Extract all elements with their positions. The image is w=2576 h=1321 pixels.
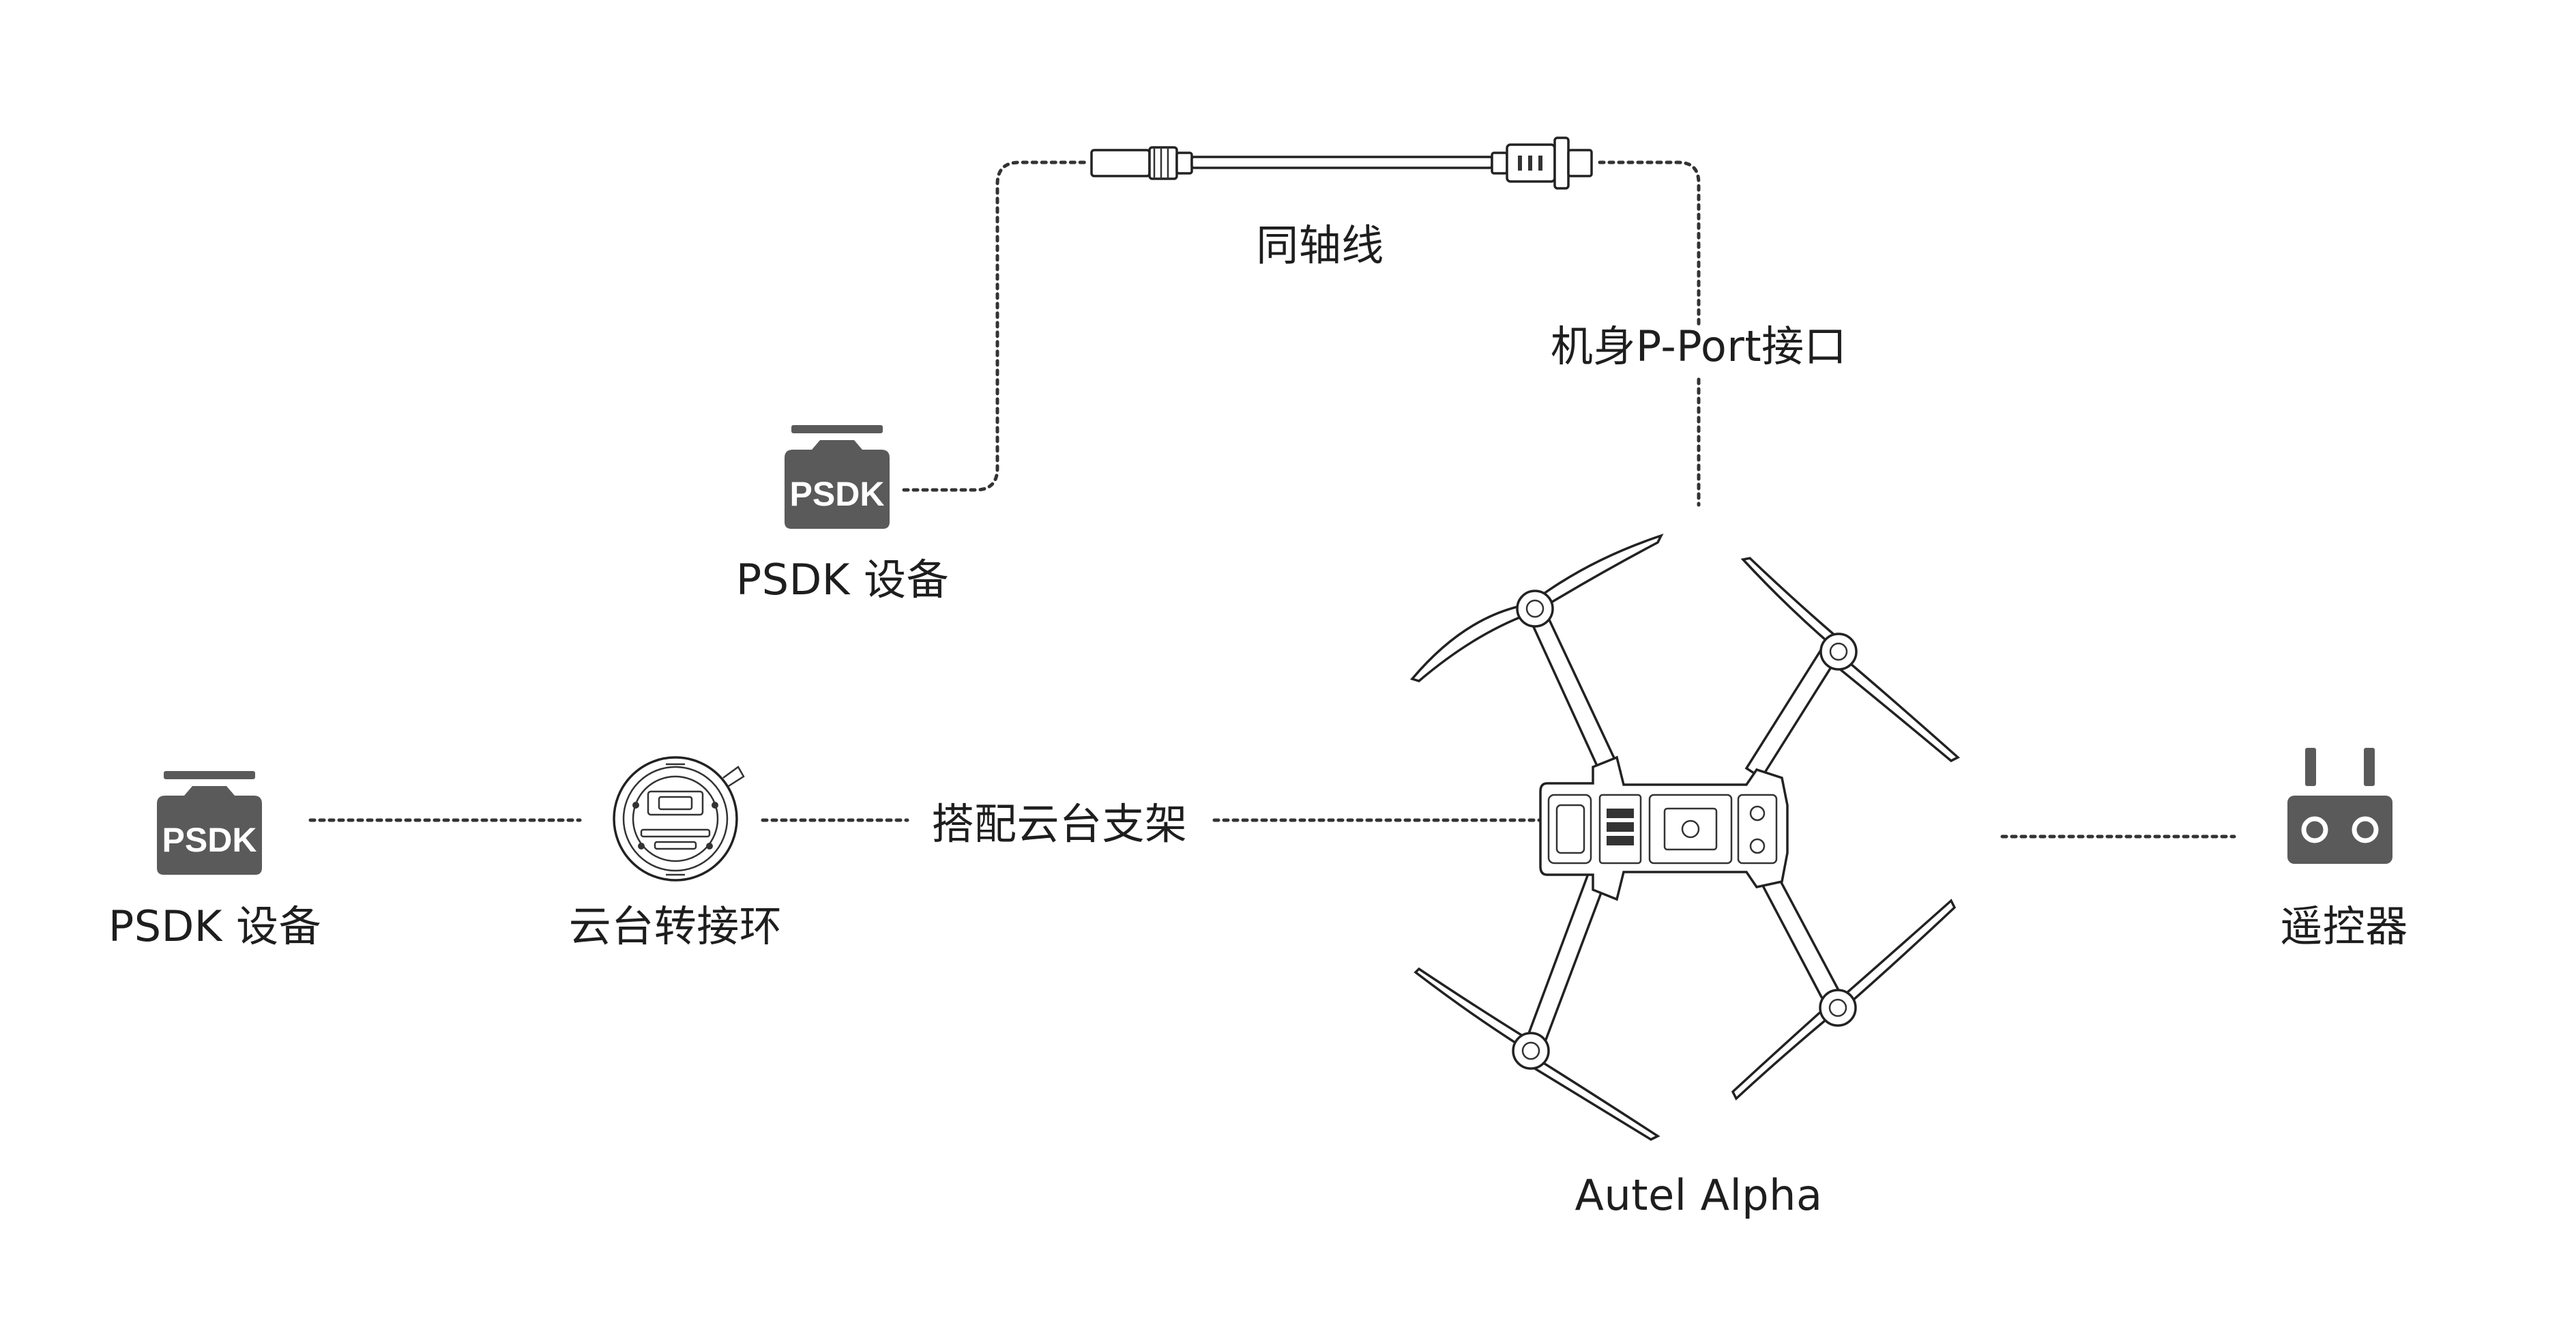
drone-motor	[1516, 590, 1554, 628]
remote-controller-icon	[2287, 748, 2392, 864]
drone-motor	[1819, 633, 1858, 671]
drone-motor	[1512, 1032, 1550, 1070]
drone-arm-front-right	[1744, 645, 1840, 780]
psdk-badge-text: PSDK	[162, 821, 257, 859]
label-psdk-device-left: PSDK 设备	[108, 901, 322, 951]
drone-propeller	[1833, 654, 1961, 763]
psdk-device-icon: PSDK	[785, 425, 890, 529]
drone-propeller	[1534, 534, 1664, 609]
drone-propeller	[1414, 967, 1536, 1053]
label-coax-cable: 同轴线	[1256, 220, 1384, 270]
psdk-badge-text: PSDK	[790, 475, 885, 513]
label-gimbal-adapter: 云台转接环	[568, 901, 782, 951]
label-remote-controller: 遥控器	[2280, 901, 2408, 951]
drone-propeller	[1731, 1008, 1832, 1101]
drone-body	[1539, 755, 1789, 901]
connector-lines	[308, 160, 2236, 839]
label-psdk-device-top: PSDK 设备	[735, 555, 950, 605]
drone-arm-front-left	[1525, 602, 1622, 781]
gimbal-adapter-ring-icon	[613, 756, 745, 882]
coaxial-cable-icon	[1090, 136, 1593, 190]
label-body-p-port: 机身P-Port接口	[1536, 325, 1861, 368]
drone-propeller	[1409, 602, 1534, 682]
connector-top-psdk-to-cable	[902, 160, 1087, 492]
drone-propeller	[1740, 557, 1844, 650]
label-drone-model: Autel Alpha	[1575, 1170, 1823, 1220]
drone-propeller	[1526, 1056, 1660, 1141]
drone-motor	[1819, 989, 1857, 1027]
drone-propeller	[1833, 899, 1957, 1012]
psdk-device-icon: PSDK	[157, 771, 262, 875]
label-gimbal-mount: 搭配云台支架	[931, 799, 1188, 849]
quadcopter-drone-icon	[1409, 534, 1961, 1141]
connector-cable-to-body-port	[1598, 160, 1701, 328]
